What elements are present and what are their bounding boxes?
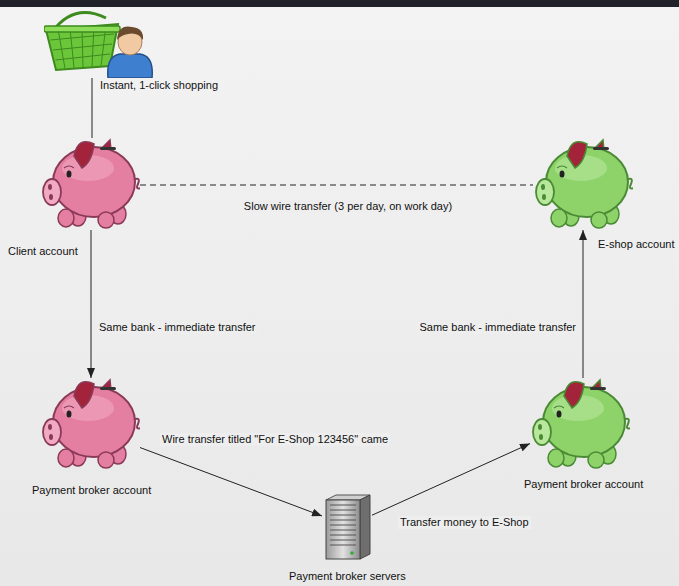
top-bar (0, 0, 679, 7)
node-caption: Instant, 1-click shopping (100, 79, 218, 92)
shopper-drawing (44, 12, 152, 78)
server-icon-art (322, 494, 372, 560)
edge-label: Transfer money to E-Shop (398, 516, 531, 529)
shopper-icon-art (44, 6, 156, 78)
node-caption: E-shop account (598, 238, 674, 251)
edge-label: Same bank - immediate transfer (417, 321, 578, 334)
piggy-bank-art (40, 378, 140, 470)
piggy-bank-art (40, 138, 140, 230)
connector (140, 448, 322, 516)
piggy-bank-art (530, 378, 630, 470)
piggy-bank: E-shop account (533, 138, 633, 230)
pig-drawing (536, 140, 633, 228)
connector (372, 444, 530, 516)
connector (91, 230, 92, 378)
dashed-connector (140, 185, 533, 186)
node-caption: Payment broker account (524, 478, 643, 491)
shopper-icon: Instant, 1-click shopping (44, 6, 156, 78)
connector (583, 230, 584, 378)
pig-drawing (533, 380, 630, 468)
piggy-bank: Client account (40, 138, 140, 230)
edge-label: Wire transfer titled "For E-Shop 123456"… (160, 433, 390, 446)
node-caption: Payment broker servers (289, 570, 406, 583)
node-caption: Payment broker account (32, 484, 151, 497)
server-icon: Payment broker servers (322, 494, 372, 560)
node-caption: Client account (8, 245, 78, 258)
connector (92, 78, 93, 138)
pig-drawing (43, 380, 140, 468)
piggy-bank: Payment broker account (530, 378, 630, 470)
piggy-bank: Payment broker account (40, 378, 140, 470)
edge-label: Same bank - immediate transfer (97, 321, 258, 334)
pig-drawing (43, 140, 140, 228)
piggy-bank-art (533, 138, 633, 230)
edge-label: Slow wire transfer (3 per day, on work d… (242, 200, 454, 213)
server-drawing (326, 495, 370, 559)
